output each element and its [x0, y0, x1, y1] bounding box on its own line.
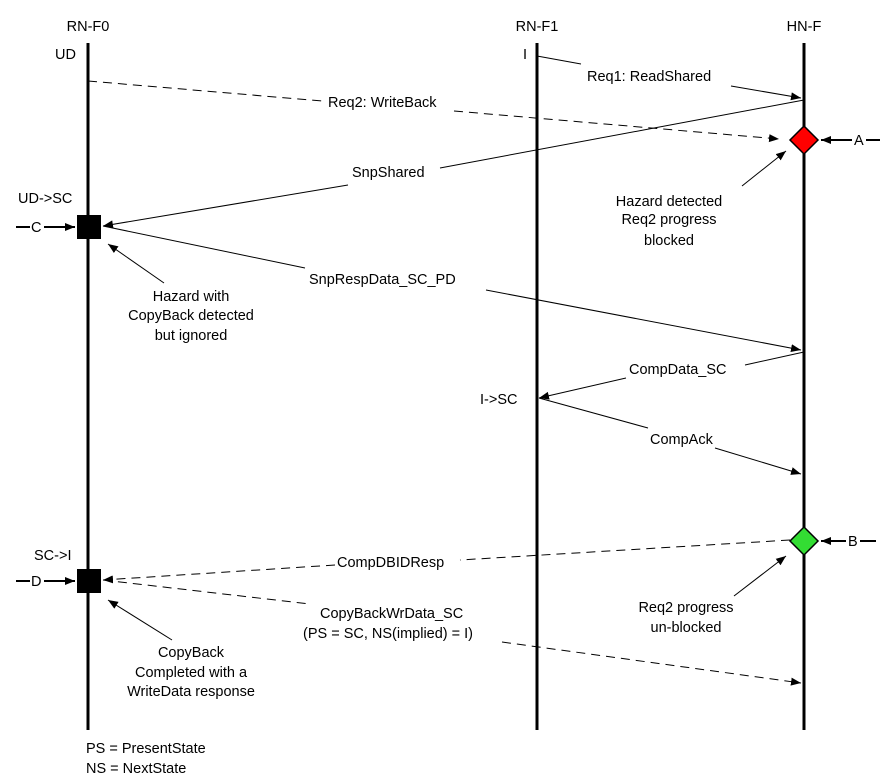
state-rnf1-after-comp: I->SC [480, 392, 517, 408]
event-a-label: A [854, 133, 864, 149]
message-req2-label: Req2: WriteBack [328, 95, 437, 111]
message-copyback-label-line2: (PS = SC, NS(implied) = I) [303, 626, 473, 642]
note-copyback-pointer [107, 599, 173, 641]
message-snpshared-arrow [103, 99, 805, 226]
message-snpshared-label: SnpShared [352, 165, 425, 181]
state-rnf1-initial: I [523, 47, 527, 63]
note-copyback-done-line2: Completed with a [135, 665, 248, 681]
legend-ns: NS = NextState [86, 761, 186, 777]
message-req1-arrow [536, 55, 801, 98]
note-unblocked-pointer [733, 555, 787, 597]
message-snpresp-arrow [102, 225, 801, 350]
message-copyback-arrow [102, 579, 801, 683]
note-copyback-done-line1: CopyBack [158, 645, 225, 661]
message-compack-arrow [538, 397, 801, 474]
note-hazard-hn-line1: Hazard detected [616, 194, 722, 210]
event-c-label: C [31, 220, 41, 236]
note-hazard-hn-pointer [741, 150, 787, 187]
note-unblocked-line2: un-blocked [651, 620, 722, 636]
event-d-label: D [31, 574, 41, 590]
message-req2-arrow [87, 80, 779, 139]
message-compack-label: CompAck [650, 432, 714, 448]
note-hazard-rn-line2: CopyBack detected [128, 308, 254, 324]
message-compdbidresp-arrow [103, 539, 791, 580]
note-hazard-rn-pointer [107, 243, 165, 284]
message-snpresp-label: SnpRespData_SC_PD [309, 272, 456, 288]
lifeline-header-rnf0: RN-F0 [67, 19, 110, 35]
message-compdata-arrow [539, 351, 805, 398]
note-hazard-hn-line2: Req2 progress [621, 212, 716, 228]
message-compdata-label: CompData_SC [629, 362, 727, 378]
lifeline-header-hnf: HN-F [787, 19, 822, 35]
hazard-unblocked-diamond [788, 525, 820, 557]
legend-ps: PS = PresentState [86, 741, 206, 757]
rnf0-copyback-square [77, 569, 101, 593]
state-rnf0-after-snoop: UD->SC [18, 191, 72, 207]
state-rnf0-final: SC->I [34, 548, 71, 564]
message-req1-label: Req1: ReadShared [587, 69, 711, 85]
note-copyback-done-line3: WriteData response [127, 684, 255, 700]
state-rnf0-initial: UD [55, 47, 76, 63]
message-compdbidresp-label: CompDBIDResp [337, 555, 444, 571]
note-hazard-rn-line3: but ignored [155, 328, 228, 344]
note-unblocked-line1: Req2 progress [638, 600, 733, 616]
lifeline-header-rnf1: RN-F1 [516, 19, 559, 35]
note-hazard-rn-line1: Hazard with [153, 289, 230, 305]
event-b-label: B [848, 534, 858, 550]
note-hazard-hn-line3: blocked [644, 233, 694, 249]
rnf0-hazard-square [77, 215, 101, 239]
hazard-blocked-diamond [788, 124, 820, 156]
message-copyback-label-line1: CopyBackWrData_SC [320, 606, 463, 622]
